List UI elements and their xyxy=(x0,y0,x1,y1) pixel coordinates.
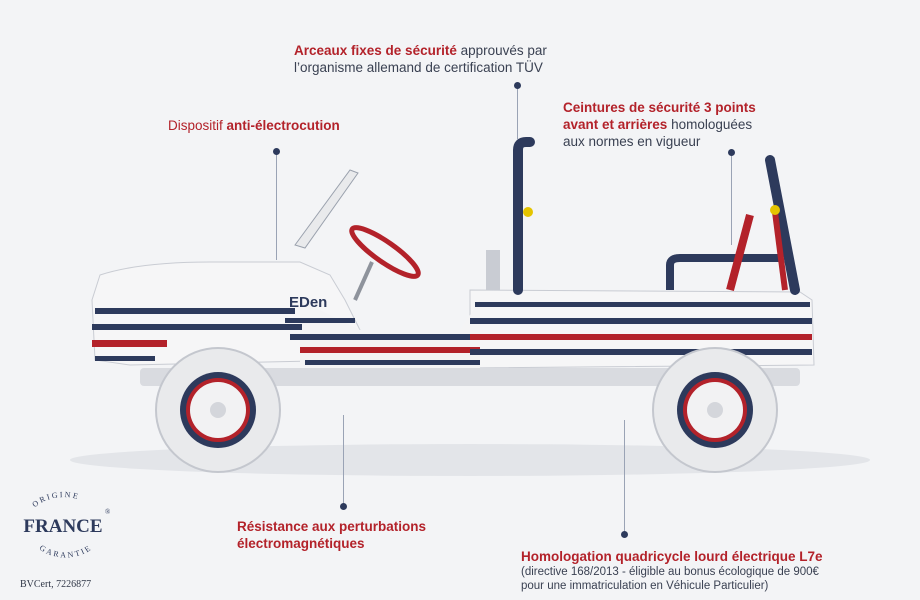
badge-bottom-text: GARANTIE xyxy=(38,543,94,560)
connector-dot-electrocution xyxy=(273,148,280,155)
connector-arceaux xyxy=(517,86,519,140)
connector-dot-perturbations xyxy=(340,503,347,510)
callout-ceintures-line2: avant et arrières homologuées xyxy=(563,117,753,132)
callout-arceaux: Arceaux fixes de sécurité approuvés par … xyxy=(294,42,604,76)
callout-homologation-title: Homologation quadricycle lourd électriqu… xyxy=(521,549,823,564)
front-stripes xyxy=(92,308,302,361)
connector-dot-arceaux xyxy=(514,82,521,89)
badge-top-text: ORIGINE xyxy=(31,490,81,509)
callout-perturbations: Résistance aux perturbations électromagn… xyxy=(237,518,477,552)
connector-homologation xyxy=(624,420,626,535)
connector-ceintures xyxy=(731,153,733,245)
callout-homologation: Homologation quadricycle lourd électriqu… xyxy=(521,548,916,593)
origine-france-garantie-logo: ORIGINE FRANCE ® GARANTIE xyxy=(23,490,111,560)
callout-arceaux-line1: Arceaux fixes de sécurité approuvés par xyxy=(294,43,547,58)
front-wheel xyxy=(155,347,281,473)
callout-ceintures-line3: aux normes en vigueur xyxy=(563,134,701,149)
callout-homologation-detail1: (directive 168/2013 - éligible au bonus … xyxy=(521,566,819,578)
chassis xyxy=(140,368,800,386)
connector-electrocution xyxy=(276,152,278,260)
windshield-frame xyxy=(294,169,359,249)
seatbelt-rear xyxy=(726,213,754,292)
connector-perturbations xyxy=(343,415,345,507)
car-logo: EDen xyxy=(289,294,327,311)
rear-roll-bar xyxy=(765,155,800,295)
steering-column xyxy=(353,261,374,301)
badge-registered: ® xyxy=(105,508,111,516)
callout-perturbations-line2: électromagnétiques xyxy=(237,536,365,551)
seatbelt-buckle-rear xyxy=(770,205,780,215)
rear-wheel xyxy=(652,347,778,473)
seatbelt-rear-2 xyxy=(772,211,788,291)
seatbelt-buckle-front xyxy=(523,207,533,217)
badge-cert-number: BVCert, 7226877 xyxy=(20,579,92,590)
rear-rail xyxy=(666,254,780,290)
callout-electrocution: Dispositif anti-électrocution xyxy=(168,118,340,133)
connector-dot-homologation xyxy=(621,531,628,538)
callout-perturbations-line1: Résistance aux perturbations xyxy=(237,519,427,534)
callout-arceaux-line2: l’organisme allemand de certification TÜ… xyxy=(294,60,543,75)
seat-back xyxy=(486,250,500,290)
callout-ceintures: Ceintures de sécurité 3 points avant et … xyxy=(563,99,803,150)
front-roll-bar xyxy=(513,137,535,295)
badge-middle-text: FRANCE xyxy=(23,516,102,537)
middle-stripes xyxy=(285,318,480,365)
steering-wheel xyxy=(349,225,421,279)
connector-dot-ceintures xyxy=(728,149,735,156)
callout-ceintures-line1: Ceintures de sécurité 3 points xyxy=(563,100,756,115)
rear-stripes xyxy=(470,302,812,355)
rear-body xyxy=(469,289,815,369)
callout-homologation-detail2: pour une immatriculation en Véhicule Par… xyxy=(521,580,769,592)
